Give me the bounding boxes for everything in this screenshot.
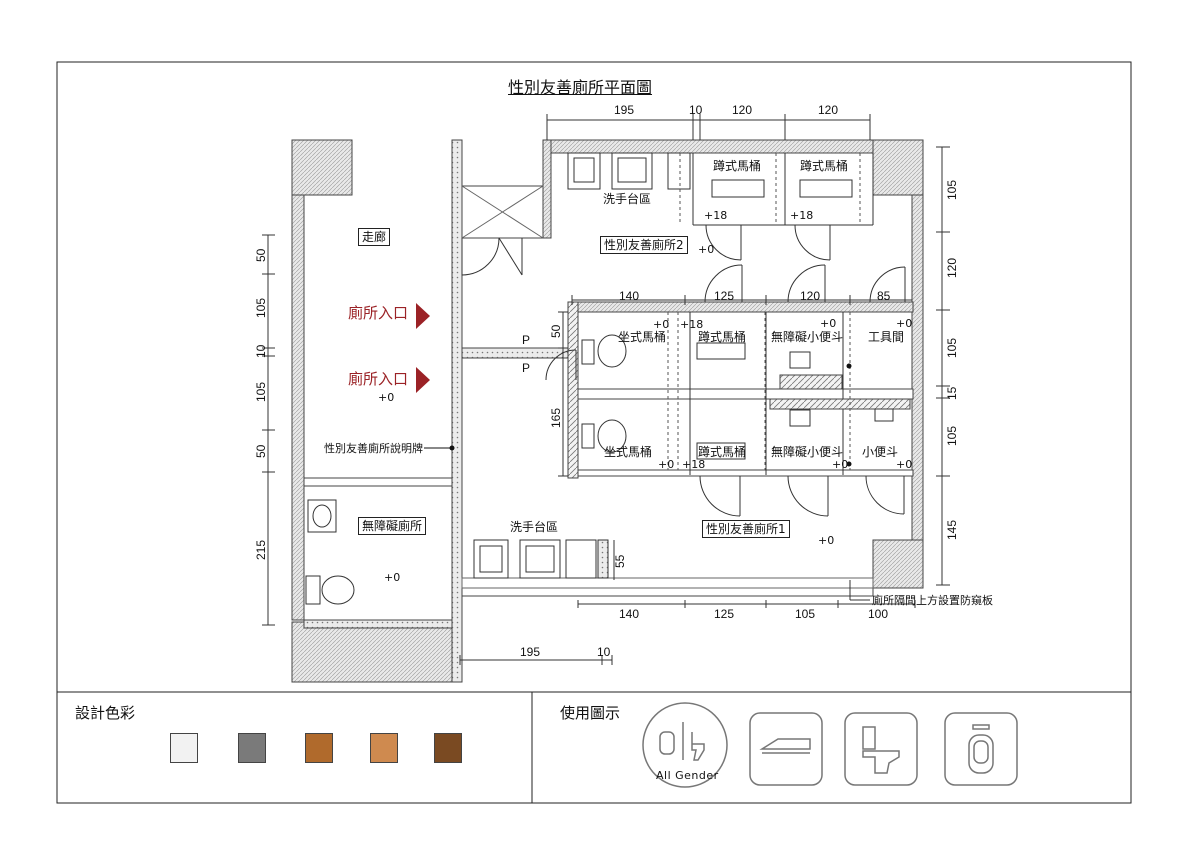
row1-sit-label: 坐式馬桶 [618,330,667,344]
dim-bottom-1: 140 [619,607,640,621]
dashed-lines [667,153,861,470]
partition-note: 廁所隔間上方設置防窺板 [872,594,993,607]
gf-toilet-2-label: 性別友善廁所2 [600,236,688,254]
dim-base-1: 195 [520,645,541,659]
row2-sit-label: 坐式馬桶 [604,445,653,459]
dim-inner-1: 50 [549,324,563,338]
dim-left-5: 50 [254,444,268,458]
level-r2c: +0 [832,458,849,471]
level-top2: +18 [790,209,814,222]
level-top1: +18 [704,209,728,222]
level-gf2: +0 [698,243,715,256]
level-r1b: +18 [680,318,704,331]
dim-bottom-2: 125 [714,607,735,621]
level-r1d: +0 [896,317,913,330]
entrance-label-2: 廁所入口 [348,370,409,388]
level-corridor: +0 [378,391,395,404]
sign-label: 性別友善廁所說明牌 [324,442,423,455]
dim-inner-sink: 55 [613,554,627,568]
dim-right-6: 145 [945,519,959,540]
dimension-lines [262,114,950,665]
level-gf1: +0 [818,534,835,547]
dim-p2: P [522,361,531,375]
dim-mid-1: 140 [619,289,640,303]
level-r2a: +0 [658,458,675,471]
entrance-arrow-1 [416,303,430,329]
all-gender-icon [642,702,728,788]
row1-squat-label: 蹲式馬桶 [698,330,747,344]
sink-area-bottom-label: 洗手台區 [510,520,559,534]
gf-toilet-1-label: 性別友善廁所1 [702,520,790,538]
dim-right-2: 120 [945,257,959,278]
dim-left-1: 50 [254,248,268,262]
dim-mid-2: 125 [714,289,735,303]
dim-right-5: 105 [945,425,959,446]
level-accessible: +0 [384,571,401,584]
dim-inner-2: 165 [549,407,563,428]
entrance-label-1: 廁所入口 [348,304,409,322]
level-r2b: +18 [682,458,706,471]
sheet-border [56,61,1132,804]
dim-left-2: 105 [254,297,268,318]
design-colors-title: 設計色彩 [75,704,136,722]
usage-icons-title: 使用圖示 [560,704,621,722]
color-swatch-5 [434,733,462,763]
color-swatch-3 [305,733,333,763]
walls [291,139,924,683]
dim-right-4: 15 [945,386,959,400]
dim-bottom-4: 100 [868,607,889,621]
squat-top-1-label: 蹲式馬桶 [713,159,762,173]
row1-tool-room-label: 工具間 [868,330,905,344]
color-swatch-1 [170,733,198,763]
level-r2d: +0 [896,458,913,471]
color-swatch-4 [370,733,398,763]
dim-base-2: 10 [597,645,611,659]
fixtures [305,152,894,605]
all-gender-label: All Gender [656,769,719,782]
row2-urinal-acc-label: 無障礙小便斗 [771,445,844,459]
urinal-icon [944,712,1018,786]
corridor-label: 走廊 [358,228,391,246]
dim-left-3: 10 [254,344,268,358]
dim-right-1: 105 [945,179,959,200]
toilet-icon [844,712,918,786]
dim-top-3: 120 [732,103,753,117]
dim-left-6: 215 [254,539,268,560]
dim-left-4: 105 [254,381,268,402]
doors [461,224,906,517]
level-r1a: +0 [653,318,670,331]
dim-bottom-3: 105 [795,607,816,621]
level-r1c: +0 [820,317,837,330]
accessible-toilet-label: 無障礙廁所 [358,517,427,535]
row2-urinal-label: 小便斗 [862,445,899,459]
dim-p1: P [522,333,531,347]
row2-squat-label: 蹲式馬桶 [698,445,747,459]
dim-top-2: 10 [689,103,703,117]
row1-urinal-acc-label: 無障礙小便斗 [771,330,844,344]
color-swatch-2 [238,733,266,763]
drawing-title: 性別友善廁所平面圖 [508,78,653,97]
squat-top-2-label: 蹲式馬桶 [800,159,849,173]
dim-top-1: 195 [614,103,635,117]
dim-top-4: 120 [818,103,839,117]
sink-area-top-label: 洗手台區 [603,192,652,206]
urinal-trough-icon [749,712,823,786]
dim-mid-4: 85 [877,289,891,303]
entrance-arrow-2 [416,367,430,393]
dim-mid-3: 120 [800,289,821,303]
dim-right-3: 105 [945,337,959,358]
